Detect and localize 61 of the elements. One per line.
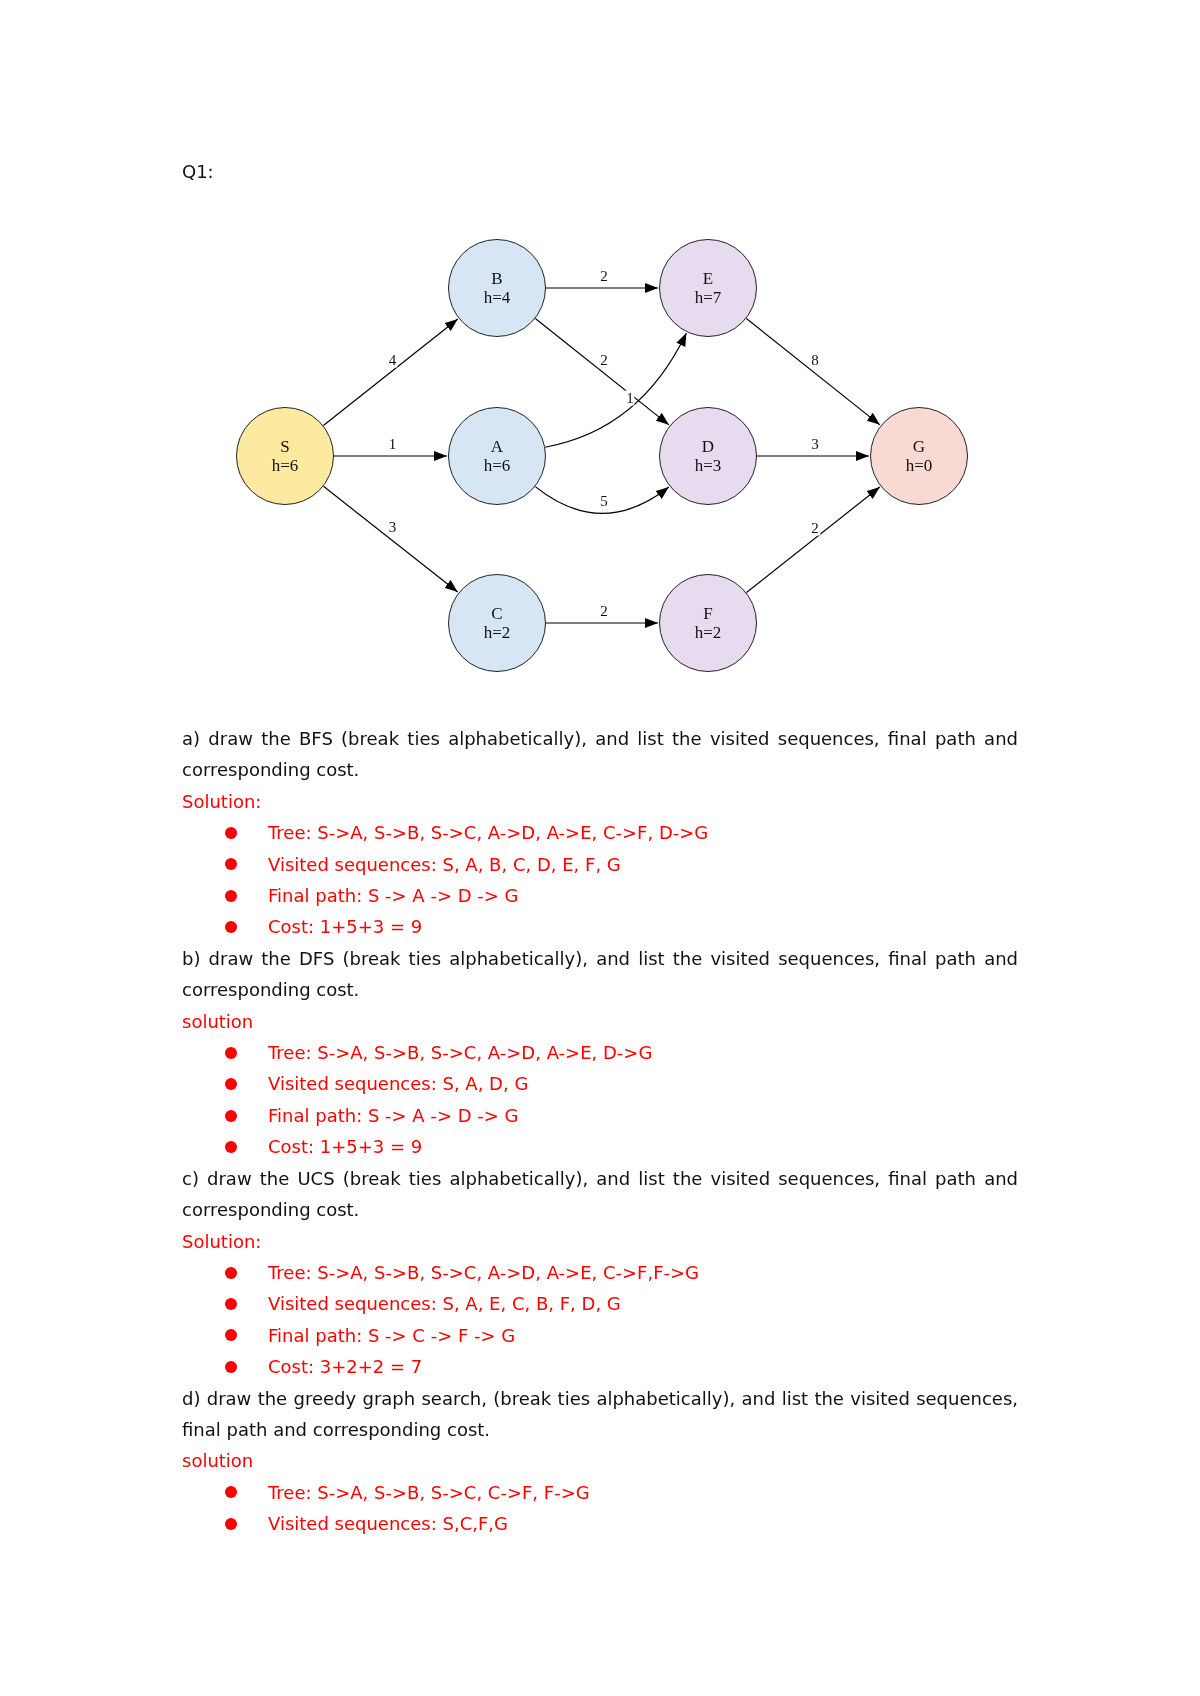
solution-heading: solution xyxy=(182,1009,255,1034)
solution-item: Final path: S -> C -> F -> G xyxy=(268,1323,516,1348)
edge-label: 2 xyxy=(599,352,609,368)
question-text: c) draw the UCS (break ties alphabetically), and list the visited sequences, final path and corresponding cost. xyxy=(182,1166,1018,1223)
solution-item: Visited sequences: S, A, D, G xyxy=(268,1072,529,1097)
question-text: b) draw the DFS (break ties alphabetically), and list the visited sequences, final path and corresponding cost. xyxy=(182,946,1018,1003)
edge-label: 2 xyxy=(810,520,820,536)
edge-label: 1 xyxy=(387,436,398,452)
heuristic-value: h=0 xyxy=(905,456,933,475)
solution-item: Visited sequences: S,C,F,G xyxy=(268,1512,508,1537)
heuristic-value: h=6 xyxy=(483,456,511,475)
edge-label: 2 xyxy=(599,603,609,619)
node-name: C xyxy=(491,604,503,623)
heuristic-value: h=2 xyxy=(483,623,511,642)
arrow xyxy=(322,318,459,427)
solution-heading: Solution: xyxy=(182,1229,263,1254)
heuristic-value: h=7 xyxy=(694,288,722,307)
node-name: E xyxy=(702,269,714,288)
node-name: G xyxy=(912,437,926,456)
arrow xyxy=(534,486,670,514)
solution-item: Final path: S -> A -> D -> G xyxy=(268,884,519,909)
solution-item: Cost: 3+2+2 = 7 xyxy=(268,1355,423,1380)
solution-item: Visited sequences: S, A, B, C, D, E, F, G xyxy=(268,852,621,877)
question-text: d) draw the greedy graph search, (break ties alphabetically), and list the visited sequences, final path and corresponding cost. xyxy=(182,1386,1018,1442)
node-name: B xyxy=(491,269,503,288)
arrow xyxy=(333,451,448,461)
arrow xyxy=(545,618,659,628)
solution-item: Tree: S->A, S->B, S->C, A->D, A->E, D->G xyxy=(268,1041,653,1066)
arrow xyxy=(544,332,687,448)
solution-item: Cost: 1+5+3 = 9 xyxy=(268,915,423,940)
solution-heading: Solution: xyxy=(182,789,263,814)
heuristic-value: h=6 xyxy=(271,456,299,475)
node-name: D xyxy=(701,437,715,456)
arrow xyxy=(545,283,659,293)
question-number: Q1: xyxy=(182,160,214,184)
arrow xyxy=(756,451,870,461)
solution-heading: solution xyxy=(182,1449,255,1474)
edge-label: 8 xyxy=(810,352,820,368)
edge-label: 5 xyxy=(599,493,609,509)
node-name: S xyxy=(280,437,290,456)
heuristic-value: h=2 xyxy=(694,623,722,642)
edge-label: 1 xyxy=(625,390,635,406)
edge-label: 2 xyxy=(599,268,609,284)
heuristic-value: h=4 xyxy=(483,288,511,307)
arrow xyxy=(322,485,459,593)
arrow xyxy=(745,486,881,594)
arrow xyxy=(745,317,881,426)
solution-item: Tree: S->A, S->B, S->C, A->D, A->E, C->F,F->G xyxy=(268,1260,700,1285)
node-name: F xyxy=(703,604,713,623)
solution-item: Tree: S->A, S->B, S->C, A->D, A->E, C->F, D->G xyxy=(268,821,709,846)
edge-label: 3 xyxy=(387,519,398,535)
solution-item: Cost: 1+5+3 = 9 xyxy=(268,1135,423,1160)
solution-item: Final path: S -> A -> D -> G xyxy=(268,1103,519,1128)
solution-item: Visited sequences: S, A, E, C, B, F, D, G xyxy=(268,1292,621,1317)
edge-label: 3 xyxy=(810,436,820,452)
edge-label: 4 xyxy=(387,352,398,368)
heuristic-value: h=3 xyxy=(694,456,722,475)
node-name: A xyxy=(490,437,504,456)
solution-item: Tree: S->A, S->B, S->C, C->F, F->G xyxy=(268,1480,590,1505)
arrow xyxy=(534,317,670,426)
question-text: a) draw the BFS (break ties alphabetically), and list the visited sequences, final path and corresponding cost. xyxy=(182,727,1018,783)
